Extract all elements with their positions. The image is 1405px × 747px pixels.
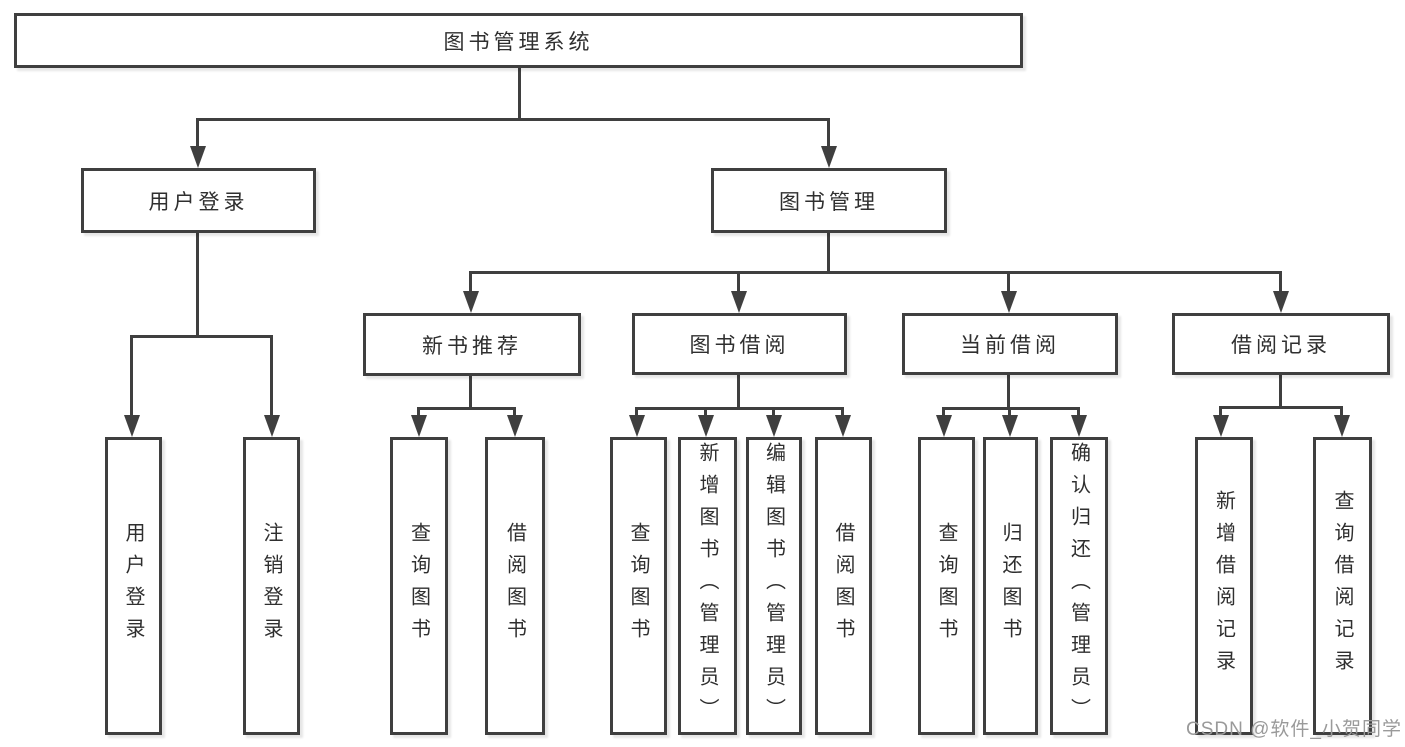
csdn-watermark: CSDN @软件_小贺同学: [1186, 719, 1402, 740]
leaf-add-books-admin: 新增图书（管理员）: [678, 437, 737, 735]
edge-bookmgmt-drop-3: [1007, 271, 1010, 295]
arrowhead-icon: [1213, 415, 1229, 437]
leaf-query-books-3: 查询图书: [918, 437, 975, 735]
node-new-book-recommend: 新书推荐: [363, 313, 581, 376]
node-borrow-records: 借阅记录: [1172, 313, 1390, 375]
arrowhead-icon: [1001, 291, 1017, 313]
arrowhead-icon: [835, 415, 851, 437]
leaf-borrow-books-1: 借阅图书: [485, 437, 545, 735]
edge-current-drop-1: [942, 407, 945, 419]
edge-borrow-drop-4: [841, 407, 844, 419]
edge-userlogin-rail: [130, 335, 273, 338]
edge-bookmgmt-drop-1: [469, 271, 472, 295]
leaf-add-borrow-record: 新增借阅记录: [1195, 437, 1253, 735]
node-book-borrow: 图书借阅: [632, 313, 847, 375]
edge-newrec-rail: [417, 407, 516, 410]
edge-userlogin-drop-1: [130, 335, 133, 419]
leaf-edit-books-admin: 编辑图书（管理员）: [746, 437, 802, 735]
arrowhead-icon: [698, 415, 714, 437]
edge-records-rail: [1219, 406, 1343, 409]
leaf-borrow-books-2: 借阅图书: [815, 437, 872, 735]
edge-borrow-drop-3: [772, 407, 775, 419]
arrowhead-icon: [190, 146, 206, 168]
edge-newrec-drop-1: [417, 407, 420, 419]
edge-bookmgmt-drop-2: [737, 271, 740, 295]
edge-current-drop-3: [1077, 407, 1080, 419]
arrowhead-icon: [821, 146, 837, 168]
leaf-user-login: 用户登录: [105, 437, 162, 735]
edge-root-rail: [196, 118, 830, 121]
node-library-system: 图书管理系统: [14, 13, 1023, 68]
edge-root-drop-right: [827, 118, 830, 150]
edge-records-drop-1: [1219, 406, 1222, 419]
node-current-borrow: 当前借阅: [902, 313, 1118, 375]
arrowhead-icon: [731, 291, 747, 313]
edge-root-stem: [518, 68, 521, 118]
edge-borrow-rail: [635, 407, 844, 410]
edge-root-drop-left: [196, 118, 199, 150]
edge-bookmgmt-stem: [827, 233, 830, 271]
arrowhead-icon: [124, 415, 140, 437]
edge-records-drop-2: [1340, 406, 1343, 419]
edge-borrow-stem: [737, 375, 740, 407]
arrowhead-icon: [766, 415, 782, 437]
arrowhead-icon: [507, 415, 523, 437]
edge-borrow-drop-1: [635, 407, 638, 419]
leaf-query-books-2: 查询图书: [610, 437, 667, 735]
leaf-logout: 注销登录: [243, 437, 300, 735]
node-user-login: 用户登录: [81, 168, 316, 233]
arrowhead-icon: [264, 415, 280, 437]
arrowhead-icon: [1273, 291, 1289, 313]
edge-newrec-stem: [469, 376, 472, 407]
edge-current-drop-2: [1008, 407, 1011, 419]
arrowhead-icon: [1002, 415, 1018, 437]
edge-current-stem: [1007, 375, 1010, 407]
edge-borrow-drop-2: [704, 407, 707, 419]
edge-bookmgmt-drop-4: [1279, 271, 1282, 295]
arrowhead-icon: [936, 415, 952, 437]
edge-records-stem: [1279, 375, 1282, 406]
arrowhead-icon: [1334, 415, 1350, 437]
edge-newrec-drop-2: [513, 407, 516, 419]
edge-userlogin-stem: [196, 233, 199, 335]
leaf-query-borrow-record: 查询借阅记录: [1313, 437, 1372, 735]
arrowhead-icon: [411, 415, 427, 437]
arrowhead-icon: [1071, 415, 1087, 437]
edge-current-rail: [942, 407, 1080, 410]
arrowhead-icon: [463, 291, 479, 313]
leaf-query-books-1: 查询图书: [390, 437, 448, 735]
arrowhead-icon: [629, 415, 645, 437]
node-book-management: 图书管理: [711, 168, 947, 233]
edge-userlogin-drop-2: [270, 335, 273, 419]
edge-bookmgmt-rail: [469, 271, 1282, 274]
leaf-return-books: 归还图书: [983, 437, 1038, 735]
leaf-confirm-return-admin: 确认归还（管理员）: [1050, 437, 1108, 735]
